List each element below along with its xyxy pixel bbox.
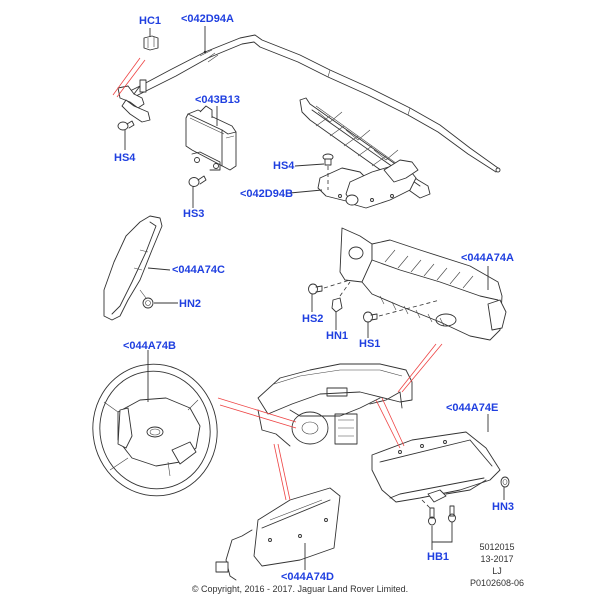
label-hn2[interactable]: HN2 [179, 298, 202, 310]
hs2-bolt [308, 279, 351, 295]
knee-airbag-driver-044a74d [215, 487, 341, 581]
label-044a74b[interactable]: <044A74B [123, 340, 176, 352]
label-044a74e[interactable]: <044A74E [446, 402, 499, 414]
hs1-bolt [363, 299, 441, 323]
label-hn3[interactable]: HN3 [492, 501, 515, 513]
callout-lines [112, 57, 443, 501]
curtain-airbag-rh [117, 34, 501, 173]
label-hs2[interactable]: HS2 [302, 313, 324, 325]
hs4-bolt-right [322, 153, 334, 190]
label-044a74c[interactable]: <044A74C [172, 264, 225, 276]
label-044a74d[interactable]: <044A74D [281, 571, 334, 583]
label-044a74a[interactable]: <044A74A [461, 252, 514, 264]
passenger-airbag-044a74a [339, 227, 507, 341]
label-hs3[interactable]: HS3 [183, 208, 205, 220]
hs3-bolt [188, 175, 207, 187]
illustration-id: P0102608-06 [469, 578, 525, 588]
leader-lines [124, 26, 505, 570]
revision-date: 13-2017 [480, 554, 514, 564]
knee-airbag-passenger-044a74e [371, 431, 501, 503]
label-042d94b[interactable]: <042D94B [240, 188, 293, 200]
label-hn1[interactable]: HN1 [326, 330, 349, 342]
steering-wheel-driver-airbag [92, 363, 218, 497]
label-hc1[interactable]: HC1 [139, 15, 162, 27]
hs4-bolt-left [117, 120, 135, 131]
curtain-bracket-042d94b [299, 97, 431, 209]
author-initials: LJ [492, 566, 502, 576]
dashboard-overview [257, 363, 413, 447]
copyright-notice: © Copyright, 2016 - 2017. Jaguar Land Ro… [191, 584, 409, 594]
hb1-bolts [421, 499, 456, 526]
hn3-nut [500, 476, 510, 488]
label-042d94a[interactable]: <042D94A [181, 13, 234, 25]
label-043b13[interactable]: <043B13 [195, 94, 240, 106]
label-hs4-right[interactable]: HS4 [273, 160, 295, 172]
hn1-clip [331, 281, 351, 313]
label-hs4-left[interactable]: HS4 [114, 152, 136, 164]
hn2-nut [139, 289, 154, 309]
label-hb1[interactable]: HB1 [427, 551, 450, 563]
doc-number: 5012015 [479, 542, 515, 552]
sensor-module-043b13 [185, 105, 237, 171]
seat-airbag-044a74c [103, 215, 163, 321]
hc1-clip [143, 35, 159, 51]
label-hs1[interactable]: HS1 [359, 338, 381, 350]
